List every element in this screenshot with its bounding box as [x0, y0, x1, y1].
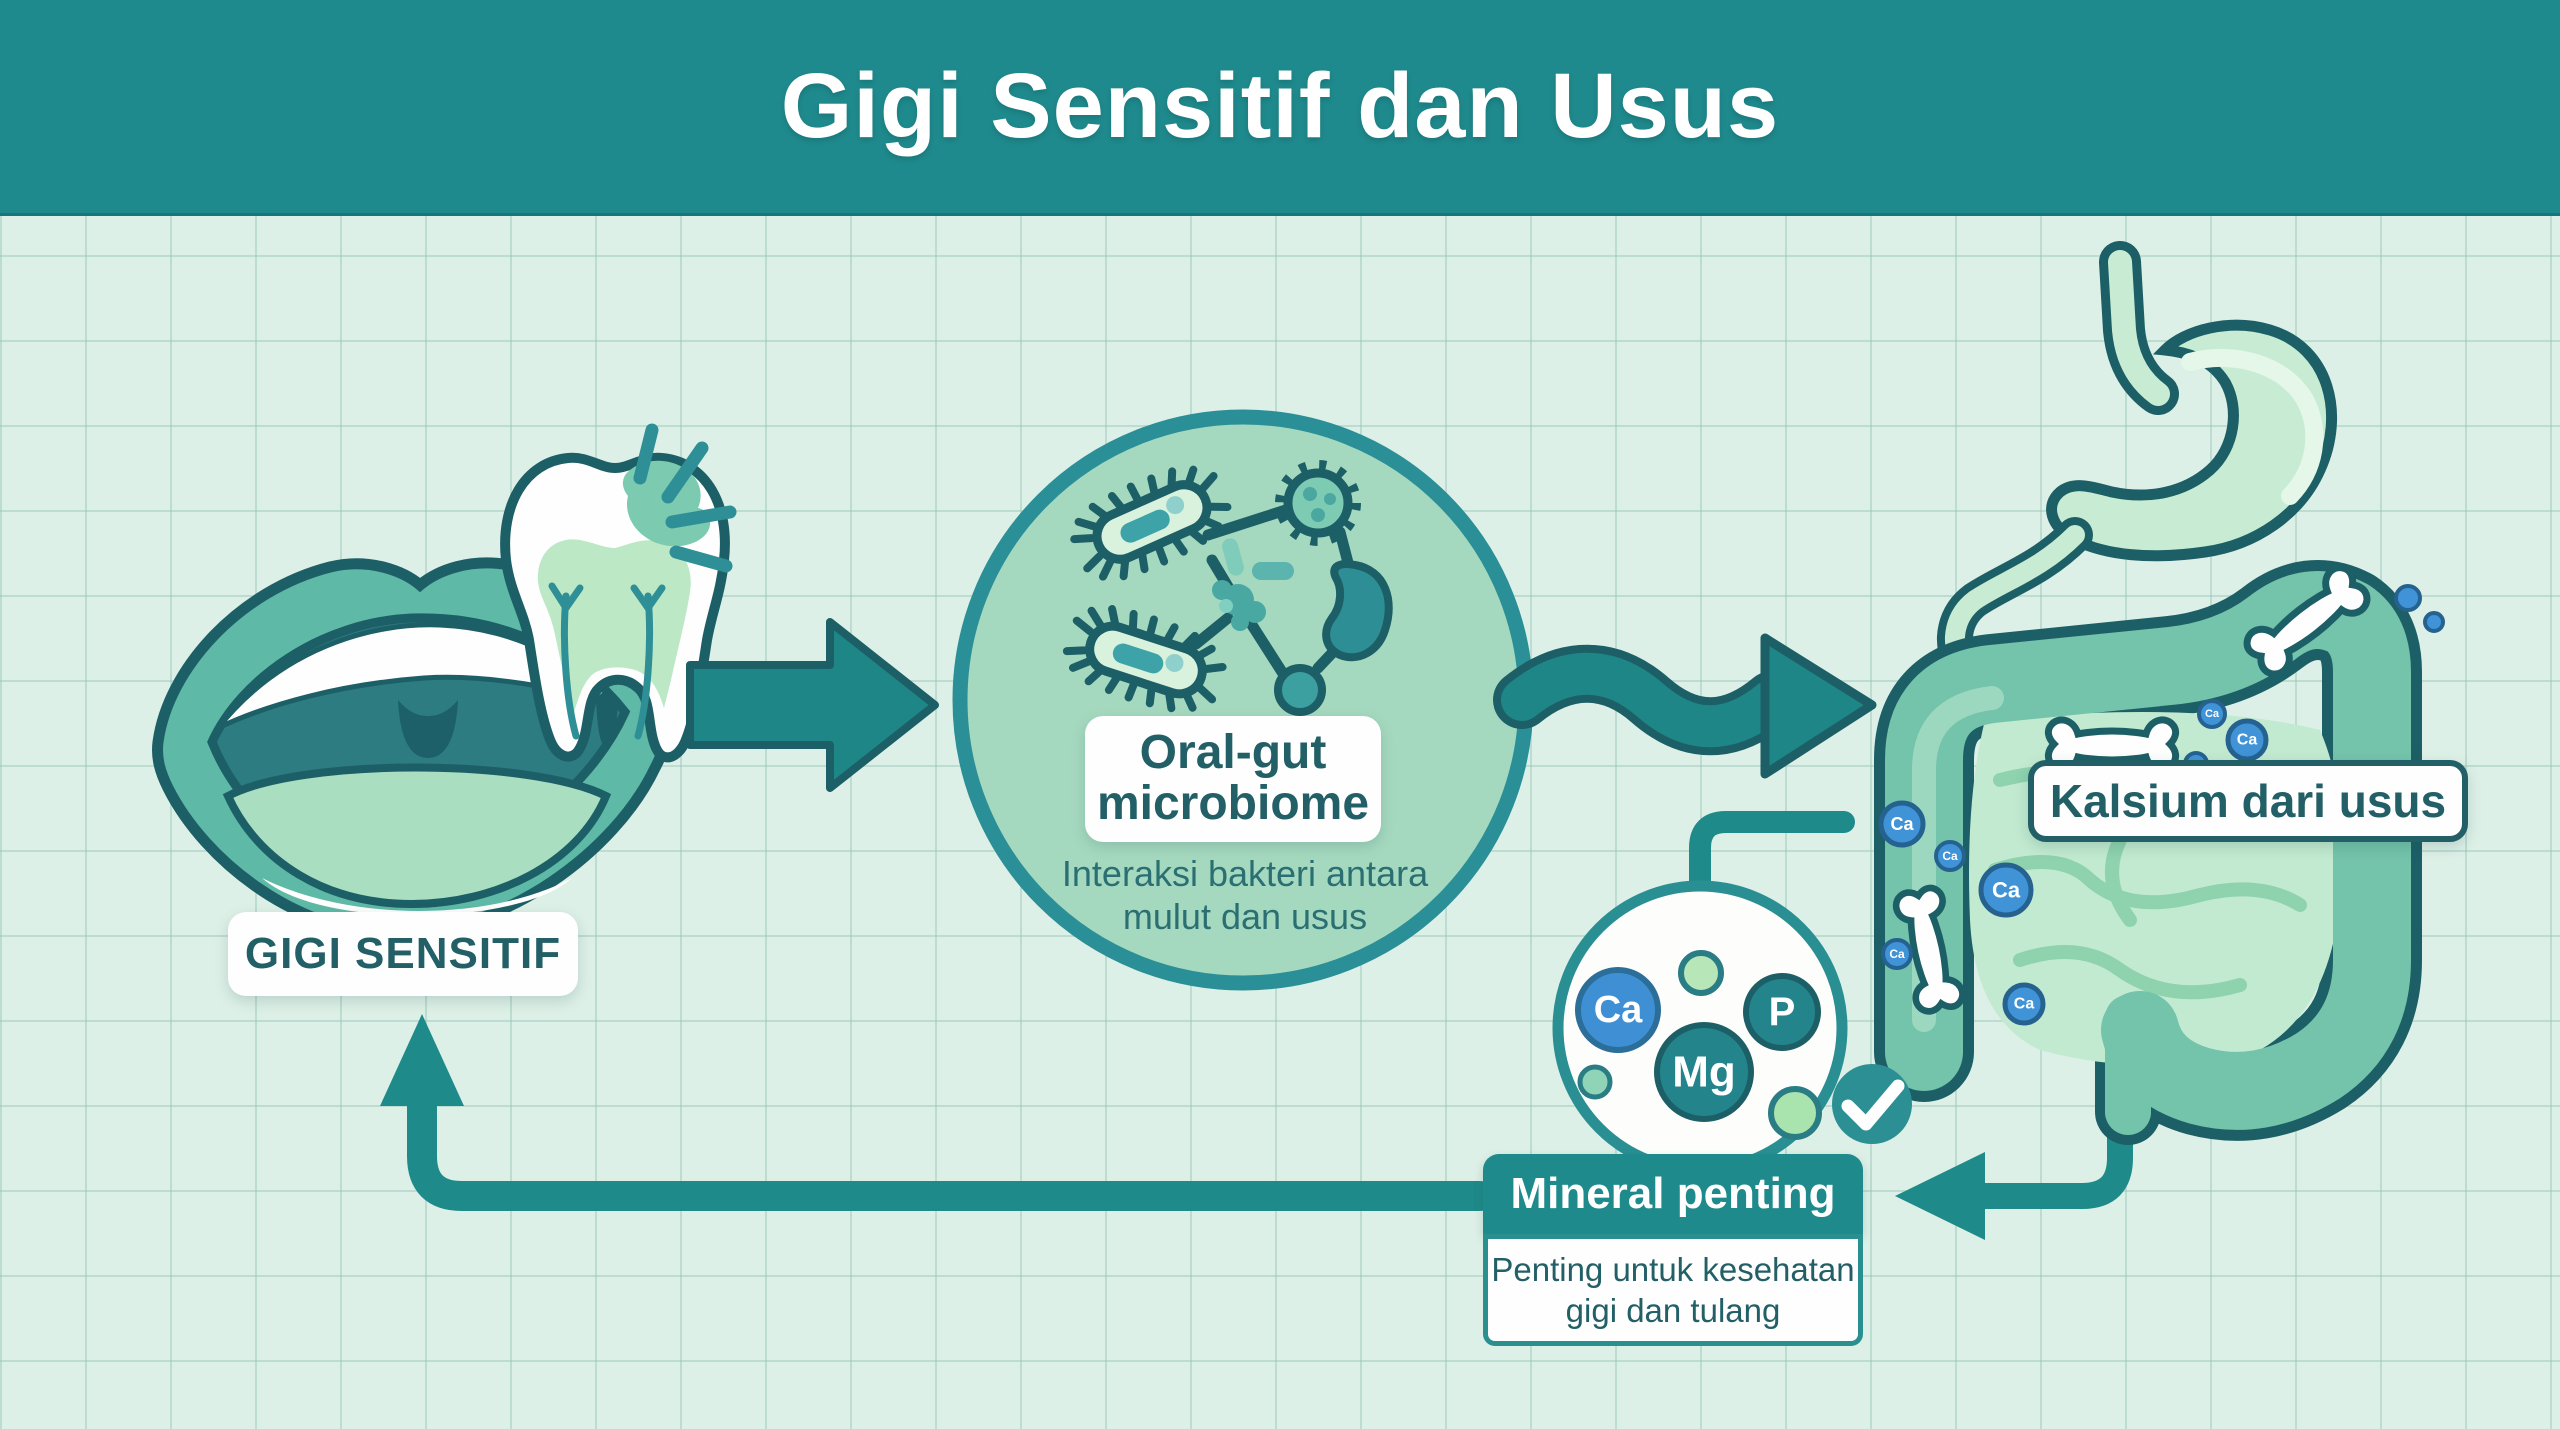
mineral-dot-icon	[1768, 1086, 1822, 1140]
svg-text:P: P	[1769, 990, 1796, 1034]
colon-icon	[1885, 571, 2411, 1130]
microbiome-subtitle-line2: mulut dan usus	[1122, 896, 1368, 938]
kalsium-label: Kalsium dari usus	[2028, 760, 2468, 842]
arrow-right-icon	[686, 618, 939, 792]
calcium-bubble: Ca	[2002, 982, 2046, 1026]
microbe-bean-icon	[1322, 560, 1393, 662]
upper-teeth-icon	[216, 622, 626, 731]
gigi-sensitif-text: GIGI SENSITIF	[244, 929, 562, 978]
calcium-bubble: Ca	[1878, 800, 1926, 848]
calcium-bubble: Ca	[1978, 862, 2034, 918]
oral-gut-label: Oral-gut microbiome	[1085, 716, 1381, 842]
svg-text:Ca: Ca	[2205, 708, 2220, 720]
mineral-penting-title: Mineral penting	[1510, 1169, 1836, 1218]
calcium-bubble	[2423, 611, 2445, 633]
calcium-bubble: Ca	[2197, 699, 2227, 729]
elbow-connector	[1689, 811, 1855, 901]
checkmark-icon	[1832, 1064, 1912, 1144]
gigi-sensitif-label: GIGI SENSITIF	[228, 912, 578, 996]
mouth-illustration	[152, 557, 674, 940]
svg-text:Ca: Ca	[1890, 814, 1914, 834]
oral-gut-line2: microbiome	[1096, 777, 1370, 830]
microbe-cluster-icon	[1212, 538, 1294, 631]
svg-text:Ca: Ca	[2014, 996, 2035, 1013]
wavy-arrow-icon	[1493, 633, 1877, 779]
tooth-dentin	[537, 539, 691, 712]
minerals-circle: Ca P Mg	[1552, 880, 1912, 1176]
phosphorus-mineral-icon: P	[1743, 973, 1821, 1051]
microbiome-subtitle: Interaksi bakteri antara mulut dan usus	[1015, 852, 1475, 938]
oral-gut-line1: Oral-gut	[1139, 726, 1327, 780]
uvula-icon	[398, 700, 458, 758]
page-title: Gigi Sensitif dan Usus	[780, 55, 1780, 157]
down-left-arrow-icon	[1895, 1125, 2133, 1240]
pain-spark-icon	[633, 423, 737, 573]
calcium-bubble: Ca	[2225, 718, 2269, 762]
calcium-bubble	[2394, 584, 2422, 612]
tooth-icon	[500, 423, 737, 763]
mineral-dot-icon	[1577, 1064, 1613, 1100]
digestive-system-illustration: Ca Ca Ca Ca Ca	[1874, 241, 2445, 1145]
calcium-bubble: Ca	[1934, 840, 1966, 872]
mineral-penting-line2: gigi dan tulang	[1565, 1292, 1781, 1329]
root-canal	[596, 691, 618, 748]
tooth-nerves-icon	[548, 582, 666, 740]
svg-text:Ca: Ca	[1992, 878, 2021, 903]
microbe-node-icon	[1274, 664, 1326, 716]
microbe-gear-icon	[1275, 460, 1361, 546]
lower-teeth-icon	[262, 878, 572, 916]
svg-text:Ca: Ca	[1889, 947, 1905, 961]
mineral-penting-line1: Penting untuk kesehatan	[1491, 1250, 1855, 1288]
mineral-penting-header: Mineral penting	[1483, 1154, 1863, 1234]
svg-text:Mg: Mg	[1672, 1048, 1736, 1097]
mineral-penting-body: Penting untuk kesehatan gigi dan tulang	[1483, 1234, 1863, 1346]
svg-text:Ca: Ca	[1942, 849, 1958, 863]
kalsium-text: Kalsium dari usus	[2049, 775, 2447, 827]
calcium-mineral-icon: Ca	[1575, 967, 1661, 1053]
stomach-icon	[1937, 319, 2338, 678]
magnesium-mineral-icon: Mg	[1654, 1022, 1754, 1122]
calcium-bubble: Ca	[1881, 938, 1913, 970]
return-arrow-icon	[380, 1014, 1495, 1211]
tongue-icon	[222, 763, 612, 909]
microbiome-subtitle-line1: Interaksi bakteri antara	[1061, 853, 1429, 894]
colon-highlight	[1912, 686, 2004, 1032]
esophagus-icon	[2099, 241, 2179, 415]
header-banner: Gigi Sensitif dan Usus	[0, 0, 2560, 216]
svg-text:Ca: Ca	[1594, 989, 1643, 1031]
mineral-dot-icon	[1678, 950, 1724, 996]
calcium-bubbles: Ca Ca Ca Ca Ca	[1878, 584, 2445, 1026]
svg-text:Ca: Ca	[2237, 732, 2258, 749]
